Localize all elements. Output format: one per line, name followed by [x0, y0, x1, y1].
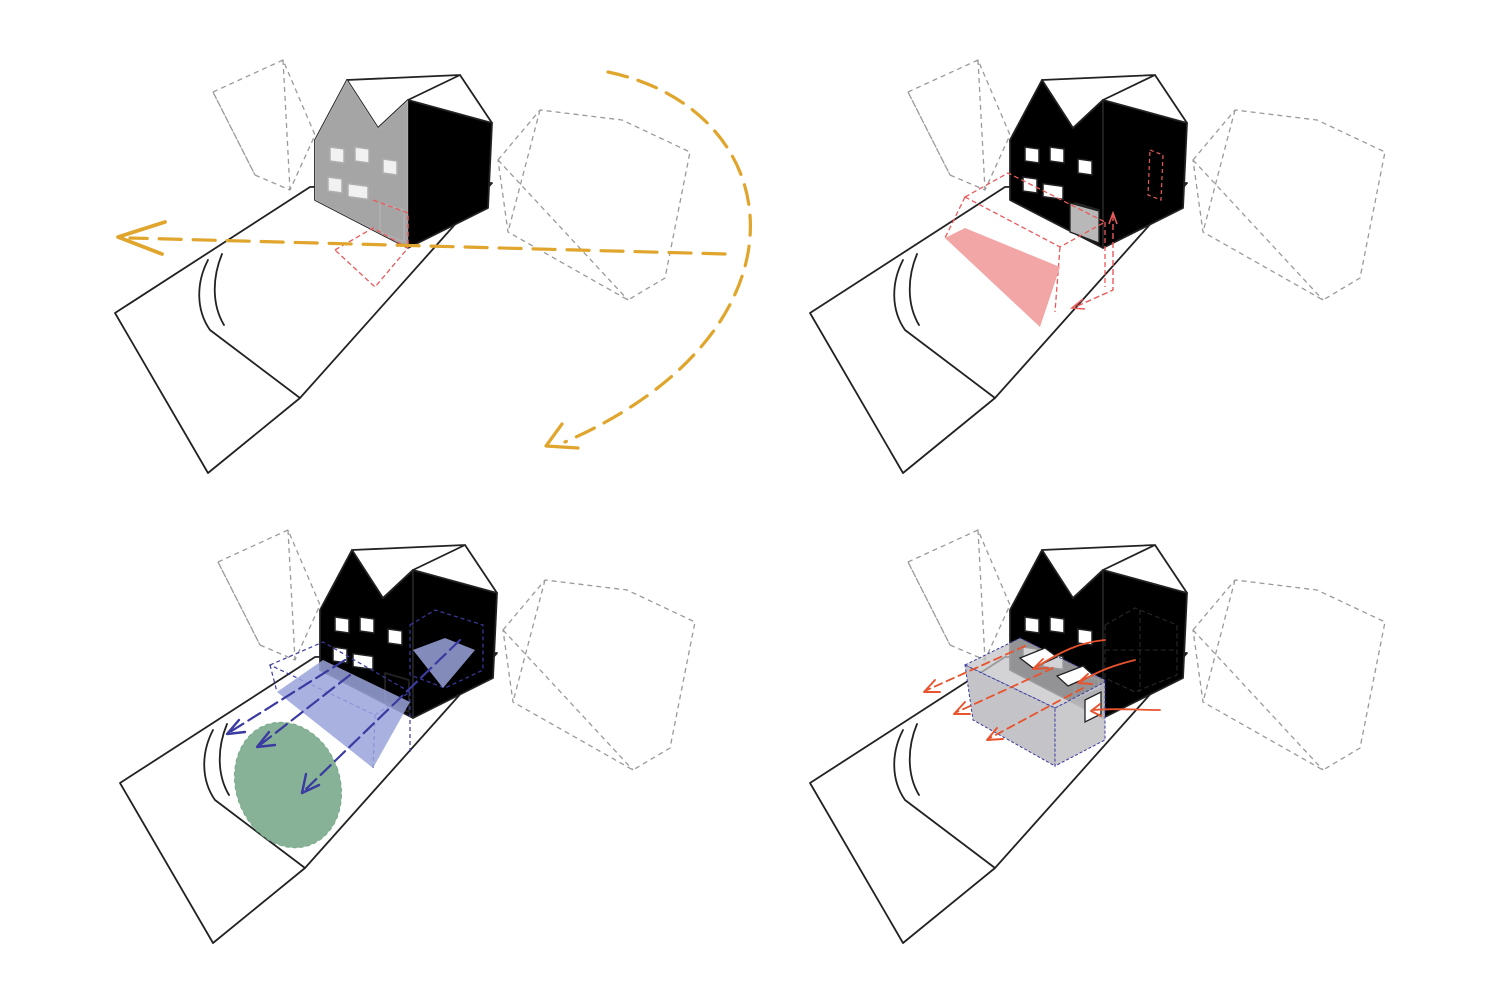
panel-sun-path: [114, 59, 752, 474]
front-box-outline: [372, 199, 409, 248]
front-volume-outline: [268, 641, 412, 769]
side-volume-outline: [409, 609, 484, 689]
house-site-drawing: [809, 59, 1386, 474]
rooflight: [1018, 647, 1059, 669]
daylight-arrows-dashed: [926, 645, 1084, 739]
house-site-drawing: [119, 529, 696, 944]
front-view-zone: [277, 660, 410, 768]
dimension-arrowhead-icon: [1108, 210, 1118, 225]
side-door: [1069, 202, 1100, 244]
parking-volume-outline: [944, 172, 1107, 313]
sun-direction-arrowhead-icon: [116, 220, 167, 256]
sun-arc-arrowhead-icon: [544, 422, 580, 450]
sun-path-arc: [563, 70, 752, 444]
daylight-arrowheads-icon: [923, 658, 1102, 741]
panel-rear-extension: [809, 529, 1386, 944]
panel-parking: [809, 59, 1386, 474]
side-marking-outline: [1147, 149, 1164, 201]
garden-area: [233, 721, 343, 849]
view-arrowheads-icon: [225, 718, 321, 795]
daylight-arrows-solid: [1034, 639, 1161, 711]
view-arrows: [228, 638, 462, 792]
wall-fills: [315, 80, 408, 248]
side-view-zone: [413, 638, 475, 688]
sun-direction-line: [128, 236, 727, 256]
panel-garden-views: [119, 529, 696, 944]
parking-pad: [945, 228, 1060, 327]
parking-dimension-arrow: [1072, 215, 1114, 309]
dimension-arrowhead-icon: [1069, 298, 1086, 310]
side-addition-outline: [1104, 607, 1178, 693]
